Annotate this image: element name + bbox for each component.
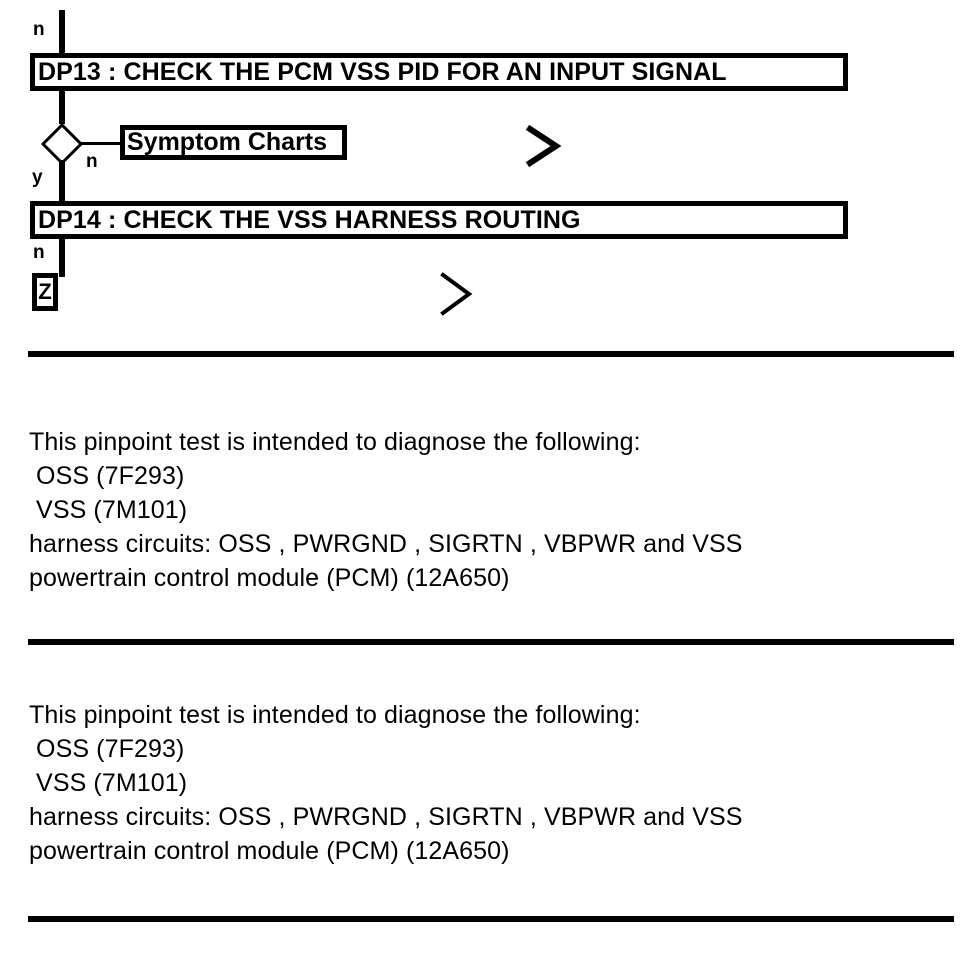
connector-line-dp14-to-ref (59, 239, 65, 277)
branch-label-decision-yes: y (32, 167, 43, 188)
horizontal-rule-3 (28, 916, 954, 922)
connector-line-decision-to-symptom (80, 142, 122, 145)
process-box-dp13-label: DP13 : CHECK THE PCM VSS PID FOR AN INPU… (38, 57, 727, 86)
branch-label-decision-no: n (86, 151, 98, 172)
process-box-dp14-label: DP14 : CHECK THE VSS HARNESS ROUTING (38, 205, 581, 234)
pinpoint-line: VSS (7M101) (29, 769, 188, 797)
connector-reference-label: Z (38, 279, 52, 304)
pinpoint-line: powertrain control module (PCM) (12A650) (29, 837, 510, 865)
connector-reference-box-z[interactable]: Z (32, 273, 58, 311)
symptom-charts-label: Symptom Charts (127, 128, 328, 156)
horizontal-rule-1 (28, 351, 954, 357)
pinpoint-line: This pinpoint test is intended to diagno… (29, 701, 641, 729)
symptom-charts-box[interactable]: Symptom Charts (120, 125, 347, 160)
connector-line-dp13-to-decision (59, 91, 65, 124)
pinpoint-line: OSS (7F293) (29, 462, 185, 490)
pinpoint-line: harness circuits: OSS , PWRGND , SIGRTN … (29, 530, 743, 558)
pinpoint-line: VSS (7M101) (29, 496, 188, 524)
pinpoint-line: OSS (7F293) (29, 735, 185, 763)
pinpoint-text-block-1: This pinpoint test is intended to diagno… (29, 425, 929, 595)
connector-line-decision-to-dp14 (59, 160, 65, 201)
horizontal-rule-2 (28, 639, 954, 645)
page-marker-upper-icon (525, 124, 562, 168)
process-box-dp14[interactable]: DP14 : CHECK THE VSS HARNESS ROUTING (30, 201, 848, 239)
page-marker-lower-icon (440, 272, 473, 316)
process-box-dp13[interactable]: DP13 : CHECK THE PCM VSS PID FOR AN INPU… (30, 53, 848, 91)
pinpoint-line: This pinpoint test is intended to diagno… (29, 428, 641, 456)
connector-line-top (59, 10, 65, 55)
branch-label-dp14-no: n (33, 242, 45, 263)
pinpoint-line: harness circuits: OSS , PWRGND , SIGRTN … (29, 803, 743, 831)
diagnostic-flowchart: n DP13 : CHECK THE PCM VSS PID FOR AN IN… (0, 0, 960, 345)
branch-label-top: n (33, 19, 45, 40)
pinpoint-line: powertrain control module (PCM) (12A650) (29, 564, 510, 592)
pinpoint-text-block-2: This pinpoint test is intended to diagno… (29, 698, 929, 868)
